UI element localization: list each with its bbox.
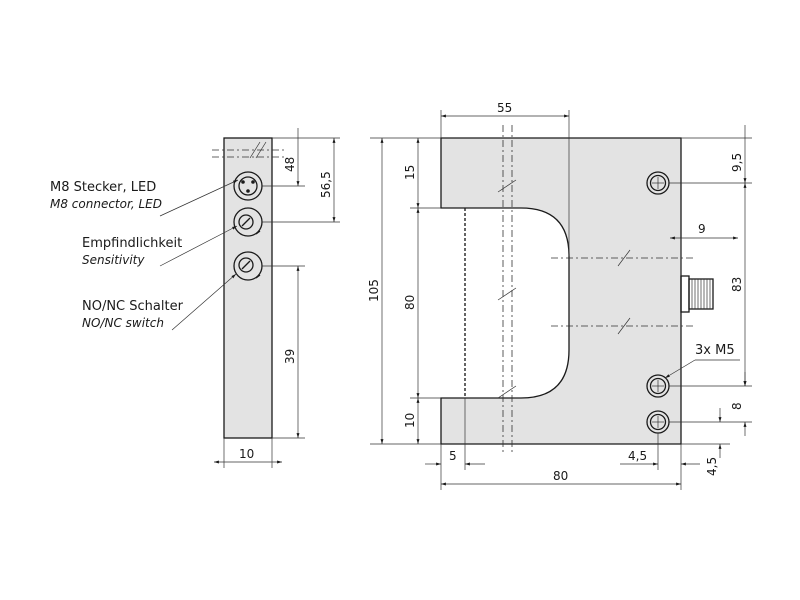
m8-connector-label-en: M8 connector, LED [50, 197, 162, 211]
dim-front-15: 15 [403, 165, 417, 180]
dim-front-4-5-vertical: 4,5 [705, 457, 719, 476]
dim-side-48: 48 [283, 157, 297, 172]
sensitivity-label-en: Sensitivity [82, 253, 145, 267]
dim-front-55: 55 [497, 101, 512, 115]
dim-front-105: 105 [367, 279, 381, 302]
front-view [370, 110, 752, 490]
m5-hole-icon [646, 374, 670, 398]
m5-hole-icon [646, 171, 670, 195]
m5-holes-label: 3x M5 [695, 343, 735, 358]
m8-connector-side-icon [680, 275, 714, 313]
side-view-body [223, 137, 273, 439]
dim-front-83: 83 [730, 277, 744, 292]
dim-side-56-5: 56,5 [319, 171, 333, 198]
dim-front-9: 9 [698, 222, 706, 236]
dim-side-39: 39 [283, 349, 297, 364]
nonc-switch-icon [233, 251, 263, 281]
m5-hole-icon [646, 410, 670, 434]
dim-front-4-5-horizontal: 4,5 [628, 449, 647, 463]
dim-front-10: 10 [403, 413, 417, 428]
m8-connector-label-de: M8 Stecker, LED [50, 180, 156, 195]
dim-front-9-5: 9,5 [730, 153, 744, 172]
dim-front-5: 5 [449, 449, 457, 463]
front-view-body [440, 137, 682, 445]
dim-side-width: 10 [239, 447, 254, 461]
dim-front-80-width: 80 [553, 469, 568, 483]
sensitivity-label-de: Empfindlichkeit [82, 236, 182, 251]
dim-front-8: 8 [730, 402, 744, 410]
nonc-switch-label-de: NO/NC Schalter [82, 299, 184, 314]
dim-front-80-height: 80 [403, 295, 417, 310]
nonc-switch-label-en: NO/NC switch [82, 316, 164, 330]
side-view [159, 128, 340, 468]
